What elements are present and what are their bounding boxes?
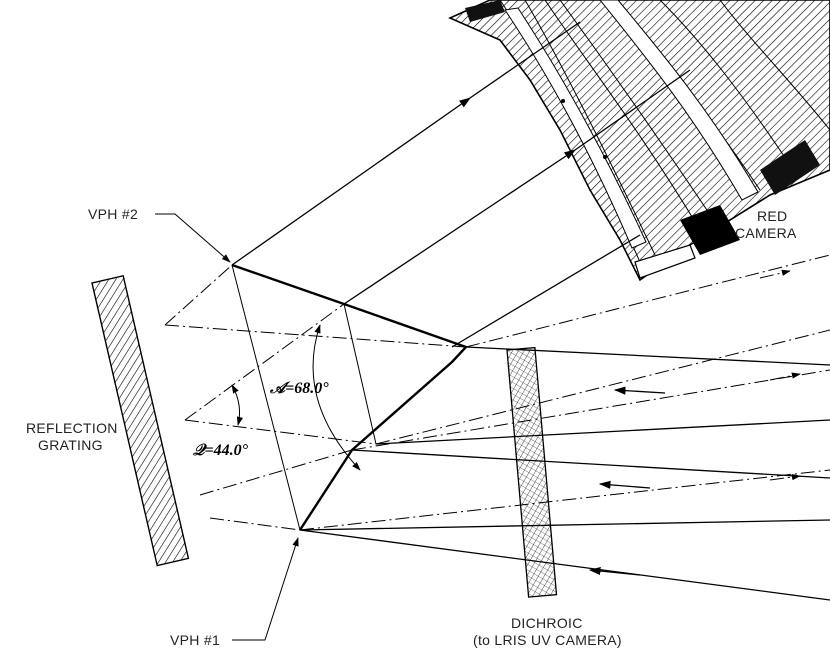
reflection-grating [91,274,190,567]
solid-beams [231,21,830,601]
dichroic-label-line1: DICHROIC [511,615,583,631]
red-camera-label-line2: CAMERA [735,225,797,241]
angle-arcs [231,324,361,471]
angle-q-label: 𝒬=44.0° [193,442,249,459]
red-camera-assembly [448,0,830,282]
vph1-label: VPH #1 [170,632,220,648]
leader-lines [155,213,299,641]
dichroic-label-line2: (to LRIS UV CAMERA) [473,632,622,648]
vph2-label: VPH #2 [88,206,138,222]
dash-dot-beams [164,254,830,531]
grating-label-line1: REFLECTION [26,420,118,436]
red-camera-label-line1: RED [757,208,787,224]
dichroic [506,346,558,598]
angle-a-label: 𝒜=68.0° [269,380,329,397]
vph-gratings [231,263,469,531]
grating-label-line2: GRATING [38,437,103,453]
